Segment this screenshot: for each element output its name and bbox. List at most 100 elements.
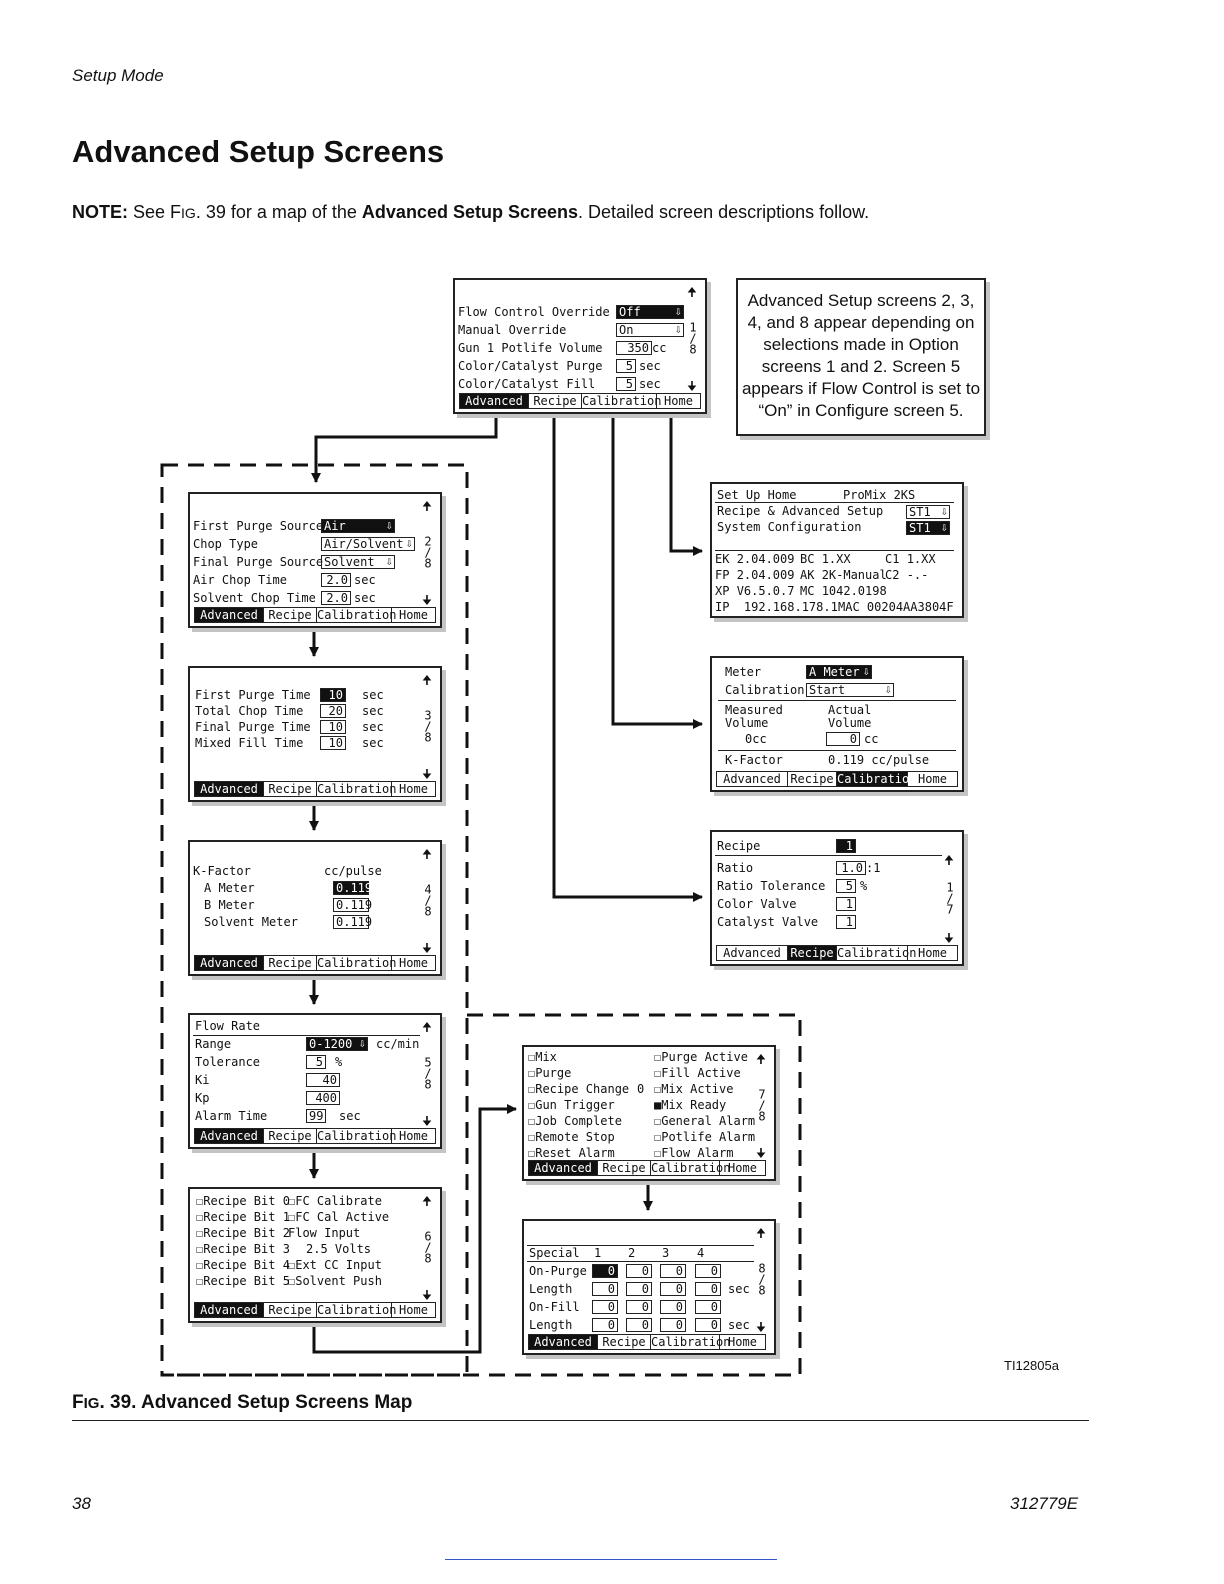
up-arrow-icon[interactable]: 🠉	[422, 499, 432, 513]
final-purge-source-select[interactable]: Solvent	[321, 555, 395, 569]
final-purge-time-field[interactable]: 10	[320, 720, 346, 734]
recipe-bit-2-item[interactable]: ☐Recipe Bit 2	[196, 1226, 290, 1240]
tab-recipe[interactable]: Recipe	[788, 772, 837, 786]
down-arrow-icon[interactable]: 🠋	[687, 379, 697, 393]
up-arrow-icon[interactable]: 🠉	[944, 853, 954, 867]
tab-advanced[interactable]: Advanced	[717, 772, 788, 786]
tab-recipe[interactable]: Recipe	[788, 946, 837, 960]
color-valve-field[interactable]: 1	[836, 897, 856, 911]
tab-recipe[interactable]: Recipe	[598, 1335, 651, 1349]
special-field[interactable]: 0	[592, 1264, 618, 1278]
special-field[interactable]: 0	[592, 1318, 618, 1332]
down-arrow-icon[interactable]: 🠋	[422, 941, 432, 955]
tab-recipe[interactable]: Recipe	[264, 1129, 317, 1143]
ext-cc-input-item[interactable]: ☐Ext CC Input	[288, 1258, 382, 1272]
tab-advanced[interactable]: Advanced	[195, 1129, 264, 1143]
remote-stop-item[interactable]: ☐Remote Stop	[528, 1130, 615, 1144]
purge-active-item[interactable]: ☐Purge Active	[654, 1050, 748, 1064]
potlife-alarm-item[interactable]: ☐Potlife Alarm	[654, 1130, 756, 1144]
potlife-volume-field[interactable]: 350	[616, 341, 652, 355]
mix-ready-item[interactable]: ■Mix Ready	[654, 1098, 727, 1112]
reset-alarm-item[interactable]: ☐Reset Alarm	[528, 1146, 615, 1160]
tab-calibration[interactable]: Calibration	[582, 394, 662, 408]
tab-home[interactable]: Home	[399, 956, 428, 970]
special-field[interactable]: 0	[660, 1300, 686, 1314]
tab-calibration[interactable]: Calibration	[317, 782, 397, 796]
tab-recipe[interactable]: Recipe	[264, 1303, 317, 1317]
calibration-select[interactable]: Start	[806, 683, 894, 697]
up-arrow-icon[interactable]: 🠉	[422, 1194, 432, 1208]
tab-advanced[interactable]: Advanced	[717, 946, 788, 960]
up-arrow-icon[interactable]: 🠉	[756, 1226, 766, 1240]
tab-advanced[interactable]: Advanced	[460, 394, 529, 408]
down-arrow-icon[interactable]: 🠋	[422, 593, 432, 607]
tab-calibration[interactable]: Calibration	[837, 772, 917, 786]
st1-system-select[interactable]: ST1	[906, 521, 950, 535]
fc-calibrate-item[interactable]: ☐FC Calibrate	[288, 1194, 382, 1208]
solvent-chop-time-field[interactable]: 2.0	[321, 591, 351, 605]
mixed-fill-time-field[interactable]: 10	[320, 736, 346, 750]
down-arrow-icon[interactable]: 🠋	[422, 1114, 432, 1128]
special-field[interactable]: 0	[695, 1264, 721, 1278]
tab-home[interactable]: Home	[918, 772, 947, 786]
meter-select[interactable]: A Meter	[806, 665, 872, 679]
mix-item[interactable]: ☐Mix	[528, 1050, 557, 1064]
fill-field[interactable]: 5	[616, 377, 636, 391]
first-purge-source-select[interactable]: Air	[321, 519, 395, 533]
range-select[interactable]: 0-1200	[306, 1037, 368, 1051]
down-arrow-icon[interactable]: 🠋	[422, 767, 432, 781]
recipe-number-field[interactable]: 1	[836, 839, 856, 853]
tab-recipe[interactable]: Recipe	[264, 608, 317, 622]
fc-cal-active-item[interactable]: ☐FC Cal Active	[288, 1210, 390, 1224]
recipe-bit-4-item[interactable]: ☐Recipe Bit 4	[196, 1258, 290, 1272]
up-arrow-icon[interactable]: 🠉	[422, 847, 432, 861]
tab-advanced[interactable]: Advanced	[529, 1335, 598, 1349]
kp-field[interactable]: 400	[306, 1091, 340, 1105]
special-field[interactable]: 0	[695, 1318, 721, 1332]
special-field[interactable]: 0	[695, 1282, 721, 1296]
solvent-meter-kfactor-field[interactable]: 0.119	[333, 915, 372, 929]
down-arrow-icon[interactable]: 🠋	[756, 1320, 766, 1334]
purge-item[interactable]: ☐Purge	[528, 1066, 572, 1080]
up-arrow-icon[interactable]: 🠉	[756, 1052, 766, 1066]
special-field[interactable]: 0	[695, 1300, 721, 1314]
tab-advanced[interactable]: Advanced	[195, 956, 264, 970]
mix-active-item[interactable]: ☐Mix Active	[654, 1082, 734, 1096]
tab-recipe[interactable]: Recipe	[529, 394, 582, 408]
tolerance-field[interactable]: 5	[306, 1055, 326, 1069]
ki-field[interactable]: 40	[306, 1073, 340, 1087]
st1-select[interactable]: ST1	[906, 505, 950, 519]
job-complete-item[interactable]: ☐Job Complete	[528, 1114, 622, 1128]
recipe-bit-3-item[interactable]: ☐Recipe Bit 3	[196, 1242, 290, 1256]
down-arrow-icon[interactable]: 🠋	[422, 1288, 432, 1302]
total-chop-time-field[interactable]: 20	[320, 704, 346, 718]
air-chop-time-field[interactable]: 2.0	[321, 573, 351, 587]
tab-calibration[interactable]: Calibration	[651, 1161, 731, 1175]
tab-home[interactable]: Home	[728, 1161, 757, 1175]
tab-calibration[interactable]: Calibration	[317, 956, 397, 970]
up-arrow-icon[interactable]: 🠉	[422, 673, 432, 687]
purge-field[interactable]: 5	[616, 359, 636, 373]
ratio-field[interactable]: 1.0	[836, 861, 866, 875]
up-arrow-icon[interactable]: 🠉	[687, 285, 697, 299]
actual-volume-field[interactable]: 0	[826, 732, 860, 746]
recipe-bit-1-item[interactable]: ☐Recipe Bit 1	[196, 1210, 290, 1224]
special-field[interactable]: 0	[660, 1318, 686, 1332]
tab-advanced[interactable]: Advanced	[529, 1161, 598, 1175]
tab-recipe[interactable]: Recipe	[264, 782, 317, 796]
tab-home[interactable]: Home	[399, 1303, 428, 1317]
tab-calibration[interactable]: Calibration	[651, 1335, 731, 1349]
tab-home[interactable]: Home	[399, 608, 428, 622]
tab-advanced[interactable]: Advanced	[195, 1303, 264, 1317]
special-field[interactable]: 0	[626, 1318, 652, 1332]
flow-control-override-select[interactable]: Off	[616, 305, 684, 319]
special-field[interactable]: 0	[626, 1264, 652, 1278]
fill-active-item[interactable]: ☐Fill Active	[654, 1066, 741, 1080]
b-meter-kfactor-field[interactable]: 0.119	[333, 898, 372, 912]
special-field[interactable]: 0	[660, 1264, 686, 1278]
gun-trigger-item[interactable]: ☐Gun Trigger	[528, 1098, 615, 1112]
special-field[interactable]: 0	[660, 1282, 686, 1296]
flow-alarm-item[interactable]: ☐Flow Alarm	[654, 1146, 734, 1160]
recipe-change-item[interactable]: ☐Recipe Change	[528, 1082, 630, 1096]
manual-override-select[interactable]: On	[616, 323, 684, 337]
